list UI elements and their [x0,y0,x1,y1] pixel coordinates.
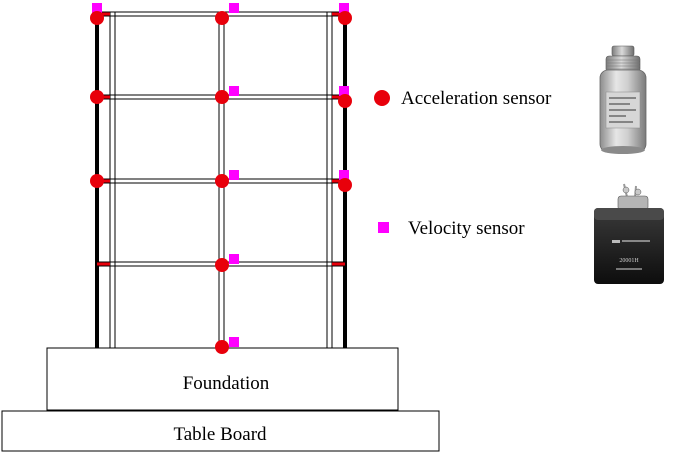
velocity-sensor-marker [229,86,239,96]
velocity-sensors [92,3,349,347]
legend-velocity-marker [378,222,389,233]
acceleration-sensor-marker [215,11,229,25]
table-board-label: Table Board [173,424,267,445]
legend-acceleration-marker [374,90,390,106]
velocity-sensor-marker [339,86,349,96]
acceleration-sensor-marker [90,174,104,188]
table-board: Table Board [1,410,440,452]
acceleration-sensor-marker [215,340,229,354]
velocity-sensor-marker [339,3,349,13]
legend-velocity-label: Velocity sensor [408,218,525,239]
velocity-sensor-marker [229,170,239,180]
floor-beams [97,11,345,267]
foundation-label: Foundation [183,373,270,394]
velocity-sensor-marker [229,337,239,347]
acceleration-sensor-marker [215,90,229,104]
acceleration-sensor-marker [338,178,352,192]
acceleration-sensor-marker [338,11,352,25]
legend-acceleration-label: Acceleration sensor [401,88,552,109]
velocity-sensor-marker [229,3,239,13]
acceleration-sensor-marker [215,258,229,272]
velocity-sensor-photo: 20001H [594,183,664,284]
velocity-sensor-marker [92,3,102,13]
acceleration-sensor-marker [90,11,104,25]
acceleration-sensor-photo [599,45,647,154]
acceleration-sensor-marker [215,174,229,188]
velocity-sensor-marker [229,254,239,264]
acceleration-sensor-marker [338,94,352,108]
velocity-sensor-model-label: 20001H [619,258,639,264]
acceleration-sensors [90,11,352,354]
foundation: Foundation [46,347,399,411]
acceleration-sensor-marker [90,90,104,104]
legend: Acceleration sensor Velocity sensor [374,88,552,239]
velocity-sensor-marker [339,170,349,180]
beam-end-marks [97,12,345,266]
